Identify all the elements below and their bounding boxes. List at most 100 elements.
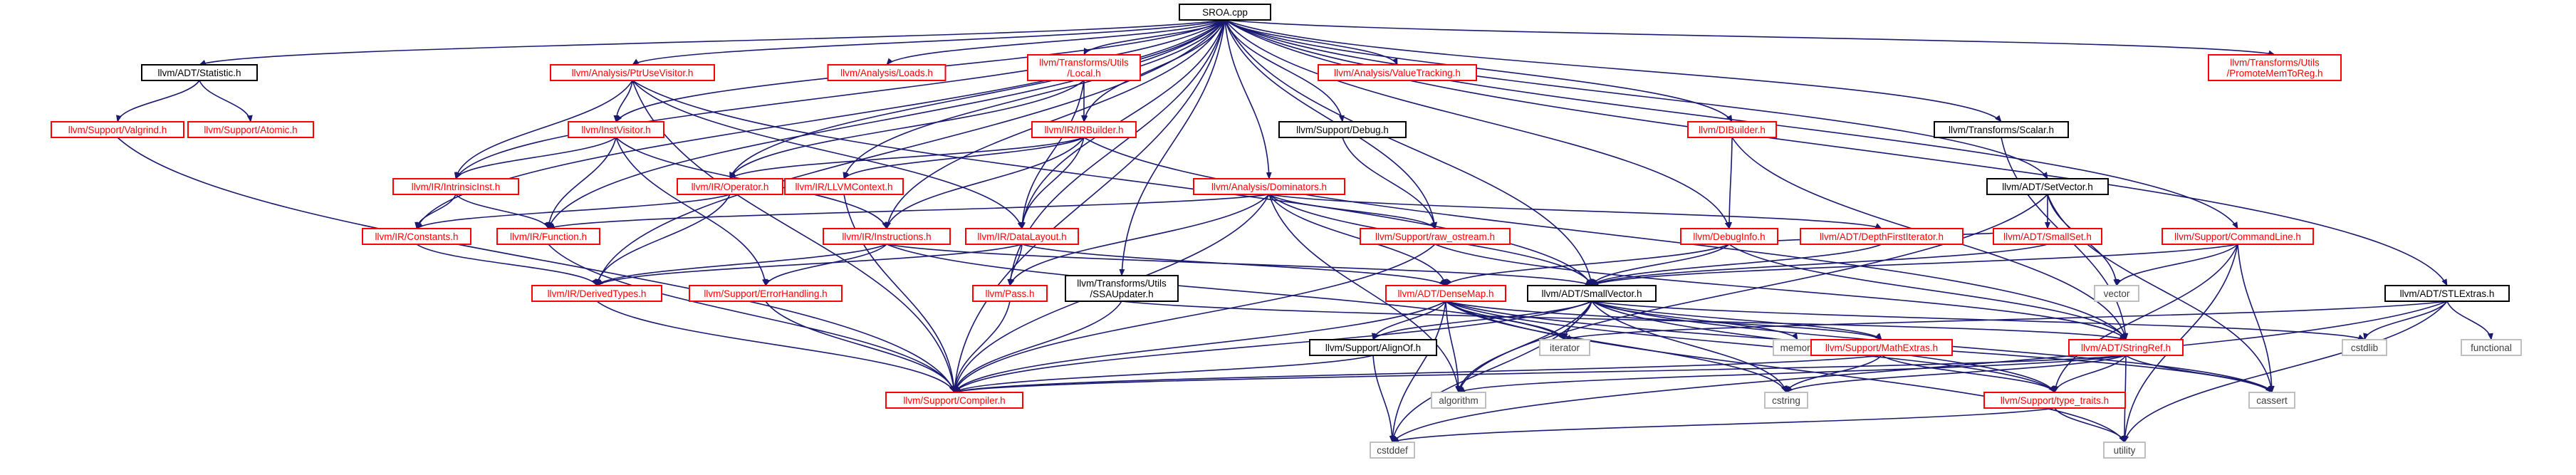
node-valuetracking[interactable]: llvm/Analysis/ValueTracking.h	[1318, 64, 1477, 81]
node-promotemem[interactable]: llvm/Transforms/Utils/PromoteMemToReg.h	[2208, 54, 2342, 81]
node-label-utility: utility	[2114, 445, 2136, 456]
edge-root-to-intrinsic	[455, 19, 1226, 179]
edge-root-to-function	[548, 19, 1226, 229]
edge-statistic-to-atomic	[199, 80, 253, 122]
dependency-nodes: SROA.cppllvm/ADT/Statistic.hllvm/Support…	[51, 4, 2522, 459]
node-irbuilder[interactable]: llvm/IR/IRBuilder.h	[1031, 121, 1137, 138]
edge-dfiter-to-smallvector	[1591, 244, 1882, 286]
node-function[interactable]: llvm/IR/Function.h	[496, 228, 600, 245]
node-dibuilder[interactable]: llvm/DIBuilder.h	[1687, 121, 1777, 138]
node-functional: functional	[2461, 339, 2522, 356]
node-smallset[interactable]: llvm/ADT/SmallSet.h	[1993, 228, 2102, 245]
node-box-valgrind	[51, 121, 184, 138]
edge-smallvector-to-cstdlib	[1591, 301, 2365, 340]
edge-llvmcontext-to-compiler	[843, 194, 957, 393]
node-utility: utility	[2103, 442, 2146, 459]
node-constants[interactable]: llvm/IR/Constants.h	[362, 228, 471, 245]
edge-root-to-ssaupdater	[1119, 19, 1226, 276]
node-pass[interactable]: llvm/Pass.h	[972, 285, 1048, 302]
node-box-utility	[2103, 442, 2146, 459]
node-label-debug: llvm/Support/Debug.h	[1296, 125, 1389, 135]
node-memory: memory	[1773, 339, 1823, 356]
edge-operator-to-constants	[416, 194, 731, 229]
node-label-promotemem: /PromoteMemToReg.h	[2226, 68, 2322, 79]
node-box-typetraits	[1983, 392, 2126, 409]
edge-instvisitor-to-errorhandling	[615, 137, 768, 286]
node-box-datalayout	[965, 228, 1079, 245]
edge-densemap-to-compiler	[954, 301, 1446, 393]
node-box-stringref	[2068, 339, 2184, 356]
node-intrinsic[interactable]: llvm/IR/IntrinsicInst.h	[392, 178, 519, 195]
node-tulocal[interactable]: llvm/Transforms/Utils/Local.h	[1027, 54, 1141, 81]
node-llvmcontext[interactable]: llvm/IR/LLVMContext.h	[784, 178, 904, 195]
node-instructions[interactable]: llvm/IR/Instructions.h	[823, 228, 951, 245]
node-label-tulocal: /Local.h	[1067, 68, 1100, 79]
node-dominators[interactable]: llvm/Analysis/Dominators.h	[1193, 178, 1345, 195]
edge-datalayout-to-densemap	[1021, 244, 1446, 286]
node-typetraits[interactable]: llvm/Support/type_traits.h	[1983, 392, 2126, 409]
node-box-cstring	[1764, 392, 1808, 409]
edge-smallvector-to-compiler	[954, 301, 1592, 393]
node-errorhandling[interactable]: llvm/Support/ErrorHandling.h	[689, 285, 843, 302]
node-cassert: cassert	[2248, 392, 2295, 409]
node-loads[interactable]: llvm/Analysis/Loads.h	[827, 64, 947, 81]
node-alignof: llvm/Support/AlignOf.h	[1309, 339, 1437, 356]
node-box-irbuilder	[1031, 121, 1137, 138]
node-cstring: cstring	[1764, 392, 1808, 409]
node-dfiter[interactable]: llvm/ADT/DepthFirstIterator.h	[1800, 228, 1964, 245]
node-box-operator	[677, 178, 783, 195]
node-label-derivedtypes: llvm/IR/DerivedTypes.h	[548, 288, 647, 299]
edge-irbuilder-to-instructions	[885, 137, 1085, 229]
node-label-densemap: llvm/ADT/DenseMap.h	[1397, 288, 1493, 299]
edge-root-to-compiler	[951, 19, 1226, 393]
node-label-dfiter: llvm/ADT/DepthFirstIterator.h	[1820, 231, 1944, 242]
node-box-ptruse	[550, 64, 715, 81]
edge-irbuilder-to-stringref	[1083, 137, 2127, 340]
node-ssaupdater: llvm/Transforms/Utils/SSAUpdater.h	[1065, 275, 1179, 302]
edge-stringref-to-cassert	[2125, 355, 2273, 393]
edge-root-to-debug	[1224, 19, 1345, 122]
edge-ptruse-to-datalayout	[632, 80, 1023, 229]
node-commandline[interactable]: llvm/Support/CommandLine.h	[2162, 228, 2314, 245]
edge-mathextras-to-typetraits	[1881, 355, 2055, 393]
node-label-valgrind: llvm/Support/Valgrind.h	[68, 125, 167, 135]
edge-ptruse-to-smallvector	[632, 80, 1592, 286]
node-cstdlib: cstdlib	[2342, 339, 2387, 356]
edge-instructions-to-errorhandling	[765, 244, 887, 286]
node-iterator: iterator	[1539, 339, 1590, 356]
node-stringref[interactable]: llvm/ADT/StringRef.h	[2068, 339, 2184, 356]
node-box-mathextras	[1810, 339, 1953, 356]
node-label-commandline: llvm/Support/CommandLine.h	[2174, 231, 2301, 242]
edge-ptruse-to-instvisitor	[613, 80, 633, 122]
node-rawostream[interactable]: llvm/Support/raw_ostream.h	[1360, 228, 1511, 245]
node-label-cstdlib: cstdlib	[2351, 343, 2378, 353]
edge-stlextras-to-functional	[2446, 301, 2493, 340]
edge-dominators-to-function	[548, 194, 1270, 229]
node-box-instvisitor	[568, 121, 664, 138]
edge-intrinsic-to-constants	[414, 194, 457, 229]
edge-root-to-debuginfo	[1224, 19, 1731, 229]
edge-valgrind-to-compiler	[117, 137, 955, 393]
node-atomic[interactable]: llvm/Support/Atomic.h	[187, 121, 314, 138]
node-ptruse[interactable]: llvm/Analysis/PtrUseVisitor.h	[550, 64, 715, 81]
node-datalayout[interactable]: llvm/IR/DataLayout.h	[965, 228, 1079, 245]
node-valgrind[interactable]: llvm/Support/Valgrind.h	[51, 121, 184, 138]
edge-dominators-to-algorithm	[1268, 194, 1461, 393]
node-label-statistic: llvm/ADT/Statistic.h	[157, 68, 241, 78]
node-label-constants: llvm/IR/Constants.h	[375, 231, 458, 242]
node-compiler[interactable]: llvm/Support/Compiler.h	[885, 392, 1023, 409]
node-label-ssaupdater: llvm/Transforms/Utils	[1077, 278, 1167, 289]
node-label-scalar: llvm/Transforms/Scalar.h	[1949, 125, 2054, 135]
node-label-setvector: llvm/ADT/SetVector.h	[2002, 182, 2093, 192]
edge-irbuilder-to-operator	[729, 137, 1085, 179]
node-densemap[interactable]: llvm/ADT/DenseMap.h	[1385, 285, 1506, 302]
node-instvisitor[interactable]: llvm/InstVisitor.h	[568, 121, 664, 138]
node-box-smallset	[1993, 228, 2102, 245]
edge-stlextras-to-iterator	[1564, 301, 2448, 340]
node-derivedtypes[interactable]: llvm/IR/DerivedTypes.h	[531, 285, 662, 302]
node-debuginfo[interactable]: llvm/DebugInfo.h	[1680, 228, 1778, 245]
edge-irbuilder-to-llvmcontext	[843, 137, 1085, 179]
node-operator[interactable]: llvm/IR/Operator.h	[677, 178, 783, 195]
node-mathextras[interactable]: llvm/Support/MathExtras.h	[1810, 339, 1953, 356]
edge-errorhandling-to-compiler	[765, 301, 956, 393]
